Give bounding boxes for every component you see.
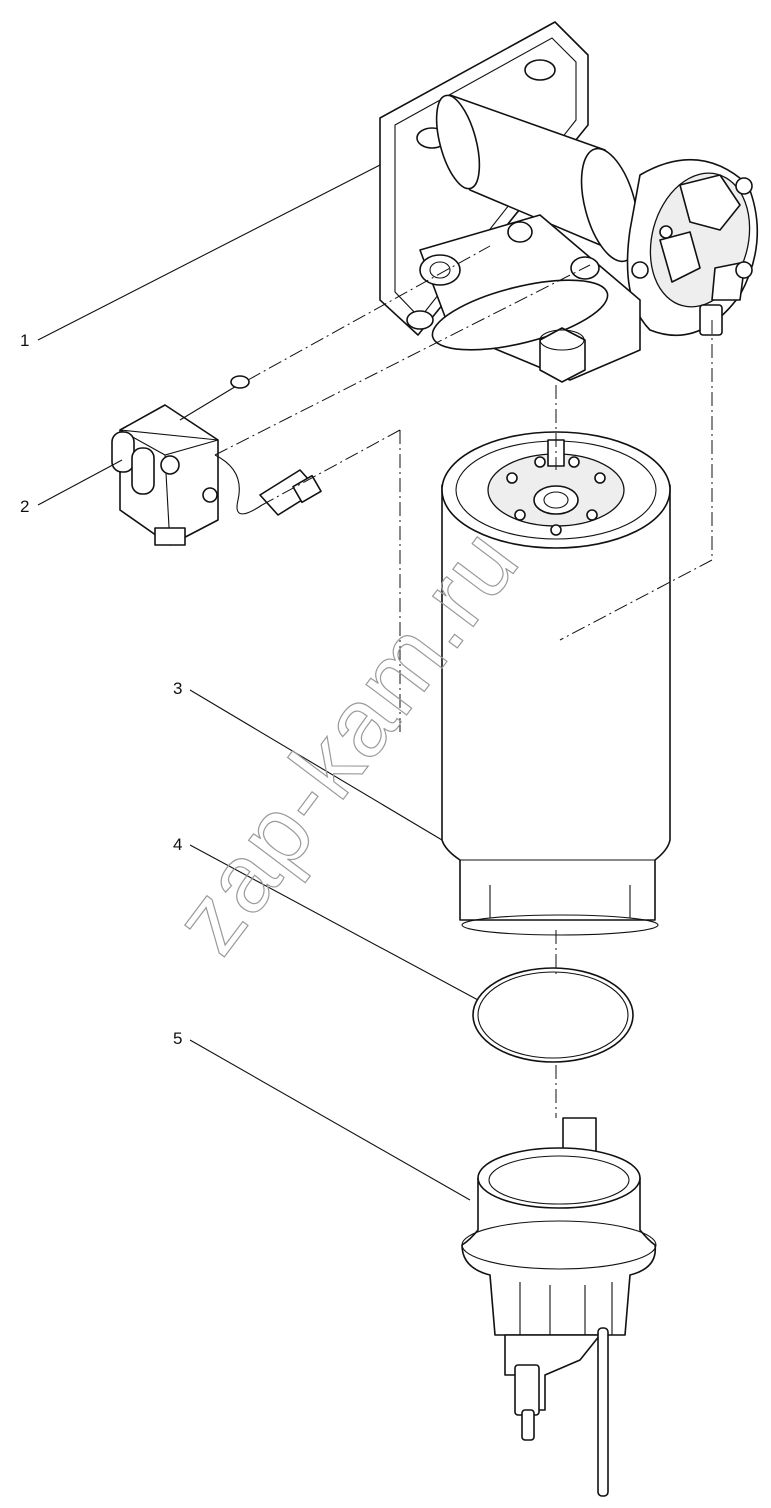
part-5-bowl-sensor (461, 1117, 657, 1497)
part-2-sensor-connector (111, 375, 322, 546)
part-4-o-ring (472, 967, 634, 1063)
leader-3 (189, 689, 443, 841)
leader-1 (37, 164, 381, 341)
leader-2 (37, 459, 123, 506)
assembly-center-lines (214, 245, 713, 1118)
part-1-filter-head (379, 21, 759, 383)
callout-3: 3 (173, 679, 182, 698)
part-3-filter-cartridge (441, 431, 671, 936)
callout-5: 5 (173, 1029, 182, 1048)
leader-5 (189, 1039, 471, 1201)
callout-labels: 1 2 3 4 5 (20, 331, 182, 1048)
callout-leaders (37, 164, 479, 1201)
callout-4: 4 (173, 835, 182, 854)
callout-1: 1 (20, 331, 29, 350)
callout-2: 2 (20, 497, 29, 516)
leader-4 (189, 844, 479, 1001)
